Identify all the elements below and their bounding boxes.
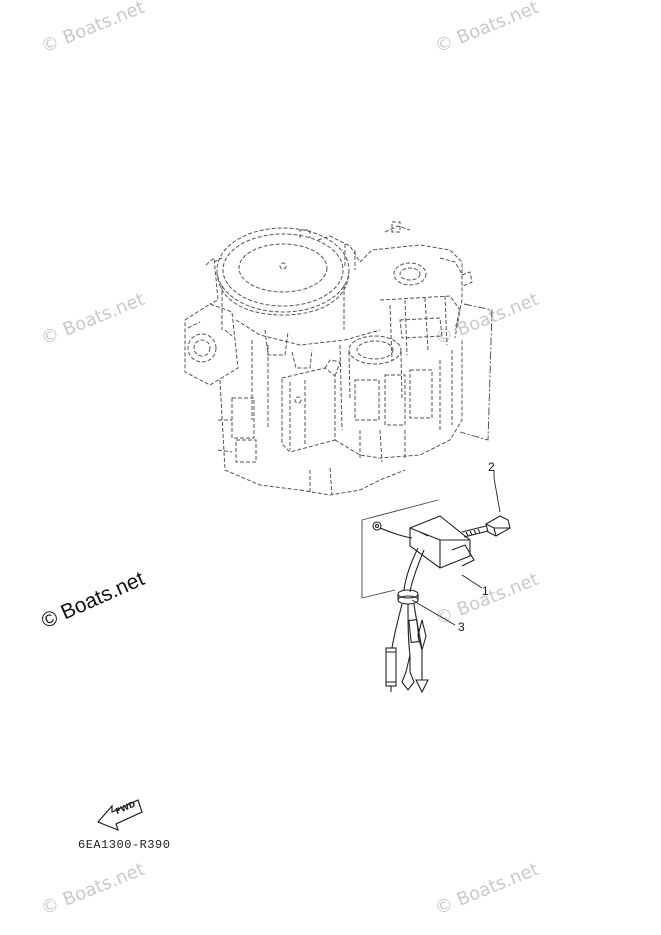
engine-block-illustration (184, 221, 473, 496)
callout-leaders (411, 470, 501, 626)
forward-arrow-icon (96, 799, 143, 832)
callout-part-3: 3 (458, 620, 465, 634)
diagram-code: 6EA1300-R390 (78, 838, 171, 852)
bolt (461, 515, 511, 538)
reference-frame (361, 303, 493, 599)
callout-part-1: 1 (482, 584, 489, 598)
callout-part-2: 2 (488, 460, 495, 474)
wire-clamp-and-leads (385, 589, 429, 694)
ignition-module (372, 515, 475, 593)
